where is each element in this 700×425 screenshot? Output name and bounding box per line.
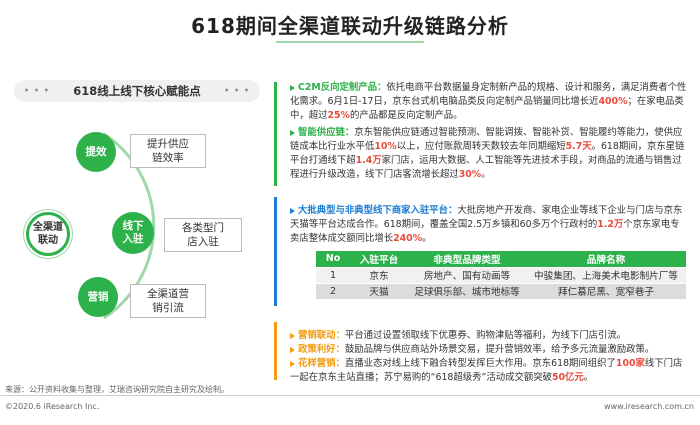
supply-chain-label: 智能供应链： (298, 127, 355, 138)
table-header-platform: 入驻平台 (350, 251, 408, 267)
page-title: 618期间全渠道联动升级链路分析 (191, 14, 509, 38)
table-cell: 拜仁慕尼黑、宽窄巷子 (526, 282, 686, 299)
bullet-icon (290, 129, 295, 136)
node-offline-entry-label: 线下入驻 (122, 220, 144, 245)
table-header-brand-type: 非典型品牌类型 (408, 251, 526, 267)
merchants-pct: 240% (393, 233, 423, 244)
creative-text-a: 直播业态对线上线下融合转型发挥巨大作用。京东618期间组织了 (344, 358, 616, 369)
desc-box-efficiency: 提升供应链效率 (130, 134, 206, 168)
creative-marketing-label: 花样营销： (298, 358, 345, 369)
c2m-text-c: 的产品都是反向定制产品。 (349, 110, 463, 121)
decor-dots-right: • • • (224, 86, 250, 95)
bullet-icon (290, 360, 295, 367)
table-cell: 2 (316, 282, 350, 299)
node-marketing-label: 营销 (87, 290, 109, 303)
c2m-pct1: 400% (598, 96, 628, 107)
title-underline (276, 41, 424, 43)
c2m-label: C2M反向定制产品： (298, 82, 387, 93)
table-cell: 中骏集团、上海美术电影制片厂等 (526, 266, 686, 283)
site-url: www.iresearch.com.cn (604, 402, 694, 411)
bullet-icon (290, 207, 295, 214)
source-note: 来源：公开资料收集与整理，艾瑞咨询研究院自主研究及绘制。 (5, 385, 229, 394)
creative-num: 100家 (615, 358, 645, 369)
c2m-text-a: 依托电商平台数据量身定制新产品的规格、设计和服务，满足消费者个性化需求。6月1日… (290, 82, 687, 107)
marketing-line-2: 政策利好：鼓励品牌与供应商站外场景交易，提升营销效率，给予多元流量激励政策。 (290, 343, 688, 357)
accent-bar-blue (274, 197, 277, 306)
merchants-text-b: 个京东家电专卖店整体成交额同比增长 (290, 219, 680, 244)
decor-dots-left: • • • (24, 86, 50, 95)
core-header: • • • 618线上线下核心赋能点 • • • (14, 80, 260, 102)
merchants-num: 1.2万 (597, 219, 624, 230)
marketing-link-text: 平台通过设置领取线下优惠券、购物津贴等福利，为线下门店引流。 (344, 330, 627, 341)
sc-text-a: 京东智能供应链通过智能预测、智能调拨、智能补货、智能履约等能力，使供应链成本比行… (290, 127, 683, 152)
accent-bar-green (274, 82, 277, 186)
bullet-icon (290, 346, 295, 353)
creative-amount: 50亿元 (552, 372, 584, 383)
desc-efficiency: 提升供应链效率 (147, 138, 189, 164)
table-cell: 房地产、国有动画等 (408, 266, 526, 283)
creative-text-b: 线下门店一起在京东主站直播；苏宁易购的“618超级秀”活动成交额突破 (290, 358, 683, 383)
footer-divider (0, 395, 700, 396)
node-efficiency-label: 提效 (85, 145, 107, 158)
marketing-line-1: 营销联动：平台通过设置领取线下优惠券、购物津贴等福利，为线下门店引流。 (290, 329, 688, 343)
table-row: 2 天猫 足球俱乐部、城市地标等 拜仁慕尼黑、宽窄巷子 (316, 282, 686, 299)
section-supply: C2M反向定制产品：依托电商平台数据量身定制新产品的规格、设计和服务，满足消费者… (290, 81, 688, 182)
merchants-text-c: 。 (422, 233, 432, 244)
node-omni-channel: 全渠道联动 (26, 212, 70, 256)
merchant-table: No 入驻平台 非典型品牌类型 品牌名称 1 京东 房地产、国有动画等 中骏集团… (316, 251, 686, 299)
bullet-icon (290, 332, 295, 339)
section-marketing: 营销联动：平台通过设置领取线下优惠券、购物津贴等福利，为线下门店引流。 政策利好… (290, 329, 688, 385)
policy-text: 鼓励品牌与供应商站外场景交易，提升营销效率，给予多元流量激励政策。 (344, 344, 655, 355)
sc-text-c: 。618期间，京东星链平台打通线下超 (290, 141, 685, 166)
sc-days: 5.7天 (565, 141, 592, 152)
table-cell: 天猫 (350, 282, 408, 299)
node-efficiency: 提效 (76, 132, 116, 172)
sc-text-d: 家门店，运用大数据、人工智能等先进技术手段，对商品的流通与销售过程进行升级改造，… (290, 155, 682, 180)
table-cell: 京东 (350, 266, 408, 283)
table-header-brand-name: 品牌名称 (526, 251, 686, 267)
merchants-text-a: 大批房地产开发商、家电企业等线下企业与门店与京东天猫等平台达成合作。618期间，… (290, 205, 683, 230)
c2m-pct2: 25% (327, 110, 350, 121)
copyright: ©2020.6 iResearch Inc. (5, 402, 100, 411)
core-header-label: 618线上线下核心赋能点 (73, 84, 201, 98)
marketing-link-label: 营销联动： (298, 330, 345, 341)
sc-text-b: 以上，应付账款周转天数较去年同期缩短 (396, 141, 566, 152)
bullet-icon (290, 84, 295, 91)
sc-text-e: 。 (481, 169, 491, 180)
connector-arc (103, 132, 156, 320)
desc-marketing: 全渠道营销引流 (147, 288, 189, 314)
sc-pct: 10% (374, 141, 397, 152)
desc-offline: 各类型门店入驻 (182, 222, 224, 248)
c2m-text-b: ；在家电品类中，超过 (290, 96, 684, 121)
supply-chain-paragraph: 智能供应链：京东智能供应链通过智能预测、智能调拨、智能补货、智能履约等能力，使供… (290, 126, 688, 182)
c2m-paragraph: C2M反向定制产品：依托电商平台数据量身定制新产品的规格、设计和服务，满足消费者… (290, 81, 688, 123)
table-cell: 足球俱乐部、城市地标等 (408, 282, 526, 299)
desc-box-marketing: 全渠道营销引流 (130, 284, 206, 318)
sc-pct2: 30% (458, 169, 482, 180)
table-header-no: No (316, 251, 350, 267)
creative-text-c: 。 (583, 372, 594, 383)
table-cell: 1 (316, 266, 350, 283)
table-row: 1 京东 房地产、国有动画等 中骏集团、上海美术电影制片厂等 (316, 266, 686, 283)
node-offline-entry: 线下入驻 (112, 212, 154, 254)
node-marketing: 营销 (78, 277, 118, 317)
section-merchants: 大批典型与非典型线下商家入驻平台：大批房地产开发商、家电企业等线下企业与门店与京… (290, 204, 688, 246)
marketing-line-3: 花样营销：直播业态对线上线下融合转型发挥巨大作用。京东618期间组织了100家线… (290, 357, 688, 385)
policy-label: 政策利好： (298, 344, 345, 355)
merchants-label: 大批典型与非典型线下商家入驻平台： (298, 205, 458, 216)
node-omni-channel-label: 全渠道联动 (33, 222, 63, 246)
sc-stores: 1.4万 (355, 155, 382, 166)
accent-bar-orange (274, 322, 277, 380)
table-header-row: No 入驻平台 非典型品牌类型 品牌名称 (316, 251, 686, 267)
desc-box-offline: 各类型门店入驻 (164, 218, 242, 252)
